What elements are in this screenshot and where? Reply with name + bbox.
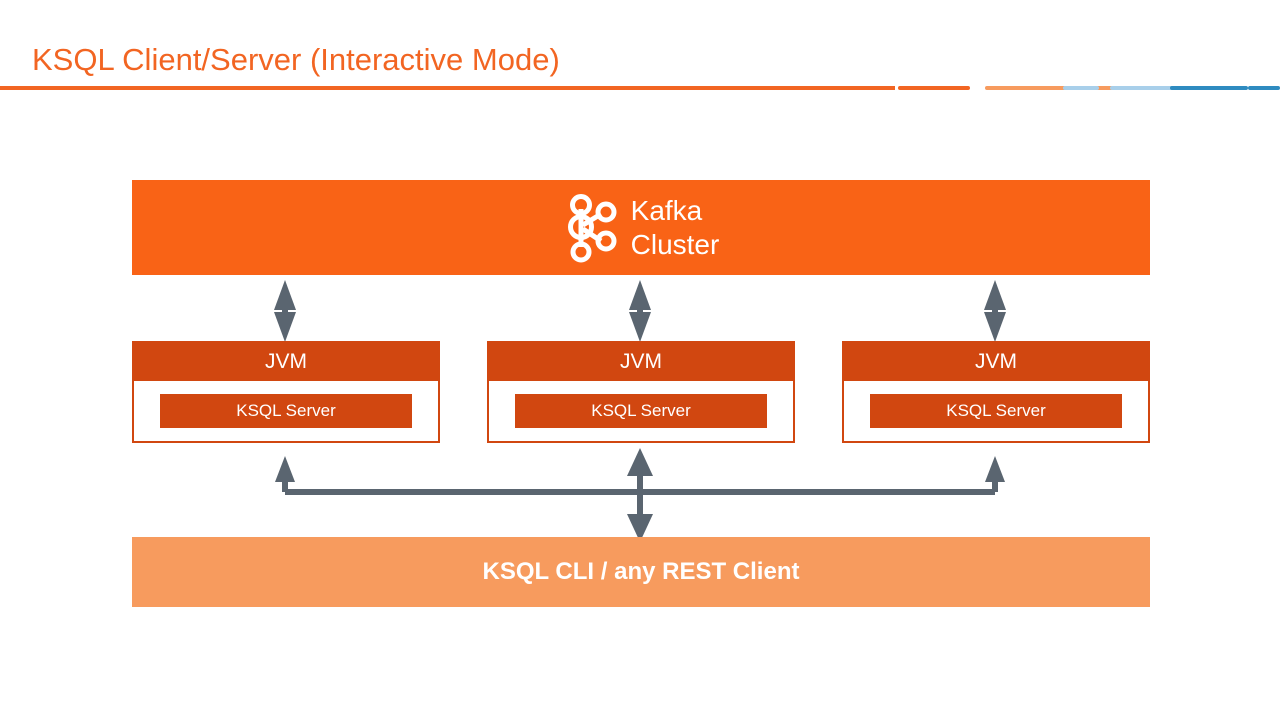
jvm-body: KSQL Server [134,381,438,441]
dash-blue-end [1248,86,1280,90]
title-underline-rule [0,86,895,90]
jvm-body: KSQL Server [489,381,793,441]
jvm-node-3: JVM KSQL Server [842,341,1150,443]
dash-blue-light [1110,86,1180,90]
ksql-server-box: KSQL Server [160,394,412,428]
dash-orange-solid [898,86,970,90]
page-title: KSQL Client/Server (Interactive Mode) [32,42,560,77]
kafka-label-line-1: Kafka [630,194,703,226]
jvm-body: KSQL Server [844,381,1148,441]
ksql-server-box: KSQL Server [870,394,1122,428]
jvm-node-2: JVM KSQL Server [487,341,795,443]
kafka-cluster-bar: Kafka Cluster [132,180,1150,275]
kafka-cluster-content: Kafka Cluster [563,193,720,263]
arrow-kafka-jvm-1 [272,280,298,342]
arrow-kafka-jvm-2 [627,280,653,342]
kafka-logo-icon [567,193,617,262]
jvm-header-label: JVM [134,343,438,381]
kafka-cluster-label: Kafka Cluster [631,194,720,262]
dash-orange-light [985,86,1127,90]
arrow-kafka-jvm-3 [982,280,1008,342]
jvm-header-label: JVM [489,343,793,381]
dash-blue-teal [1170,86,1248,90]
jvm-header-label: JVM [844,343,1148,381]
dash-blue-pale [1063,86,1099,90]
ksql-cli-bar: KSQL CLI / any REST Client [132,537,1150,607]
kafka-label-line-2: Cluster [630,228,720,260]
rest-bus-connector [275,448,1005,542]
ksql-server-box: KSQL Server [515,394,767,428]
jvm-node-1: JVM KSQL Server [132,341,440,443]
ksql-cli-label: KSQL CLI / any REST Client [482,558,800,585]
